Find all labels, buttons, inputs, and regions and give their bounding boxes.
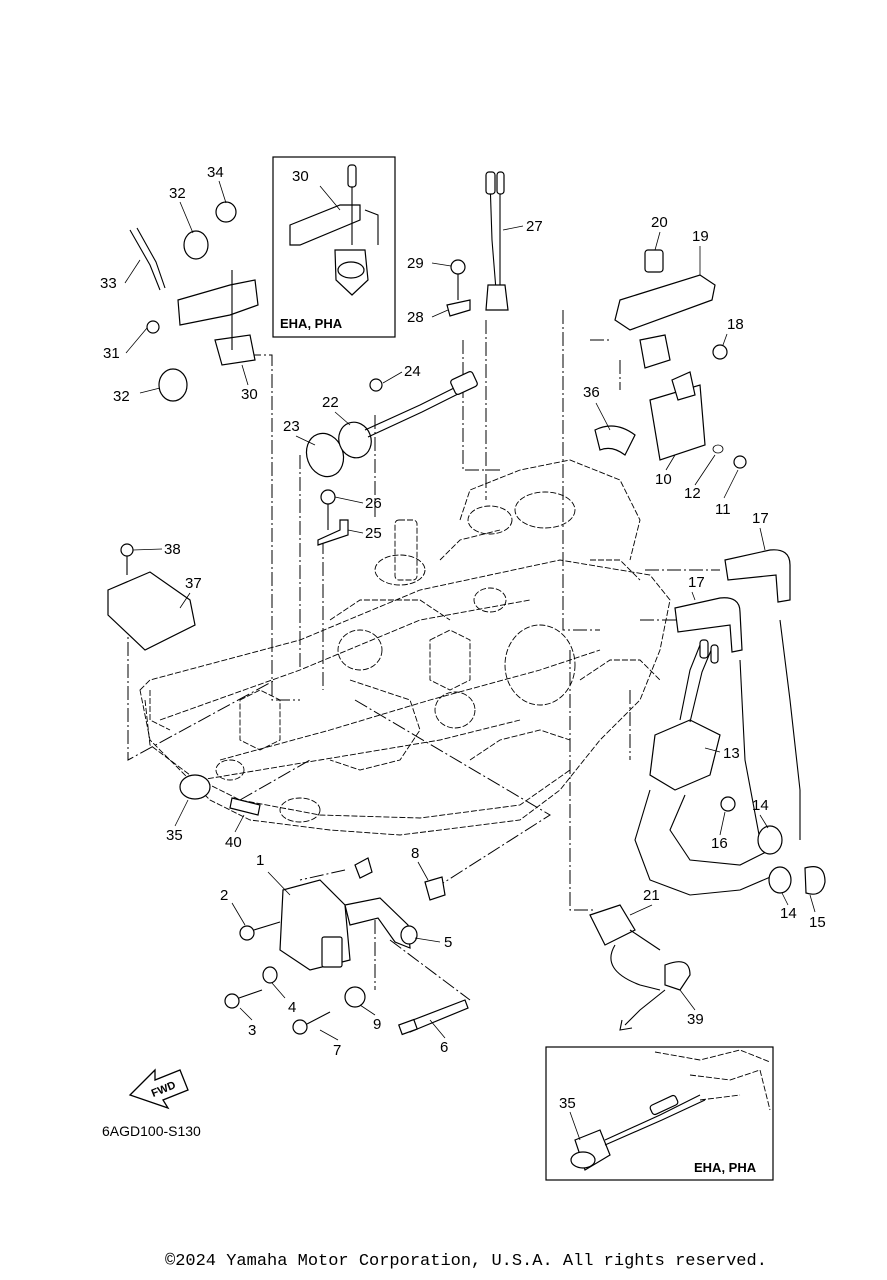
part-label-22: 22 [322,394,339,411]
part-label-40: 40 [225,834,242,851]
fwd-arrow-icon: FWD [128,1068,189,1110]
inset-box-bottom [545,1046,774,1181]
part-label-21: 21 [643,887,660,904]
part-label-6: 6 [440,1039,448,1056]
part-label-10: 10 [655,471,672,488]
part-labels: 1 2 3 4 5 6 7 8 9 10 11 12 13 14 14 15 1… [100,164,826,1175]
inset-box-top [272,156,396,338]
part-label-4: 4 [288,999,296,1016]
part-label-30b: 30 [241,386,258,403]
part-label-16: 16 [711,835,728,852]
part-label-31: 31 [103,345,120,362]
part-label-1: 1 [256,852,264,869]
part-label-39: 39 [687,1011,704,1028]
part-label-12: 12 [684,485,701,502]
part-label-32b: 32 [113,388,130,405]
part-label-27: 27 [526,218,543,235]
part-label-36: 36 [583,384,600,401]
part-label-13: 13 [723,745,740,762]
part-label-17a: 17 [752,510,769,527]
part-label-7: 7 [333,1042,341,1059]
part-label-37: 37 [185,575,202,592]
part-label-34: 34 [207,164,224,181]
part-label-32a: 32 [169,185,186,202]
part-label-18: 18 [727,316,744,333]
part-label-14a: 14 [752,797,769,814]
part-label-38: 38 [164,541,181,558]
part-label-24: 24 [404,363,421,380]
part-label-8: 8 [411,845,419,862]
diagram-code: 6AGD100-S130 [102,1123,201,1139]
part-label-9: 9 [373,1016,381,1033]
leader-lines [127,310,720,1001]
part-label-33: 33 [100,275,117,292]
part-label-2: 2 [220,887,228,904]
label-leaders [124,180,816,1141]
part-label-29: 29 [407,255,424,272]
part-label-35a: 35 [166,827,183,844]
part-label-28: 28 [407,309,424,326]
inset-bottom-label: EHA, PHA [694,1160,757,1175]
part-label-26: 26 [365,495,382,512]
part-label-17b: 17 [688,574,705,591]
part-label-11: 11 [715,501,731,518]
inset-top-label: EHA, PHA [280,316,343,331]
part-label-5: 5 [444,934,452,951]
part-shapes [107,171,826,1036]
part-label-19: 19 [692,228,709,245]
part-label-14b: 14 [780,905,797,922]
part-label-23: 23 [283,418,300,435]
part-label-15: 15 [809,914,826,931]
copyright-notice: ©2024 Yamaha Motor Corporation, U.S.A. A… [165,1252,767,1271]
part-label-35b: 35 [559,1095,576,1112]
engine-block-outline [139,459,671,836]
part-label-20: 20 [651,214,668,231]
part-label-25: 25 [365,525,382,542]
part-label-3: 3 [248,1022,256,1039]
part-label-30a: 30 [292,168,309,185]
